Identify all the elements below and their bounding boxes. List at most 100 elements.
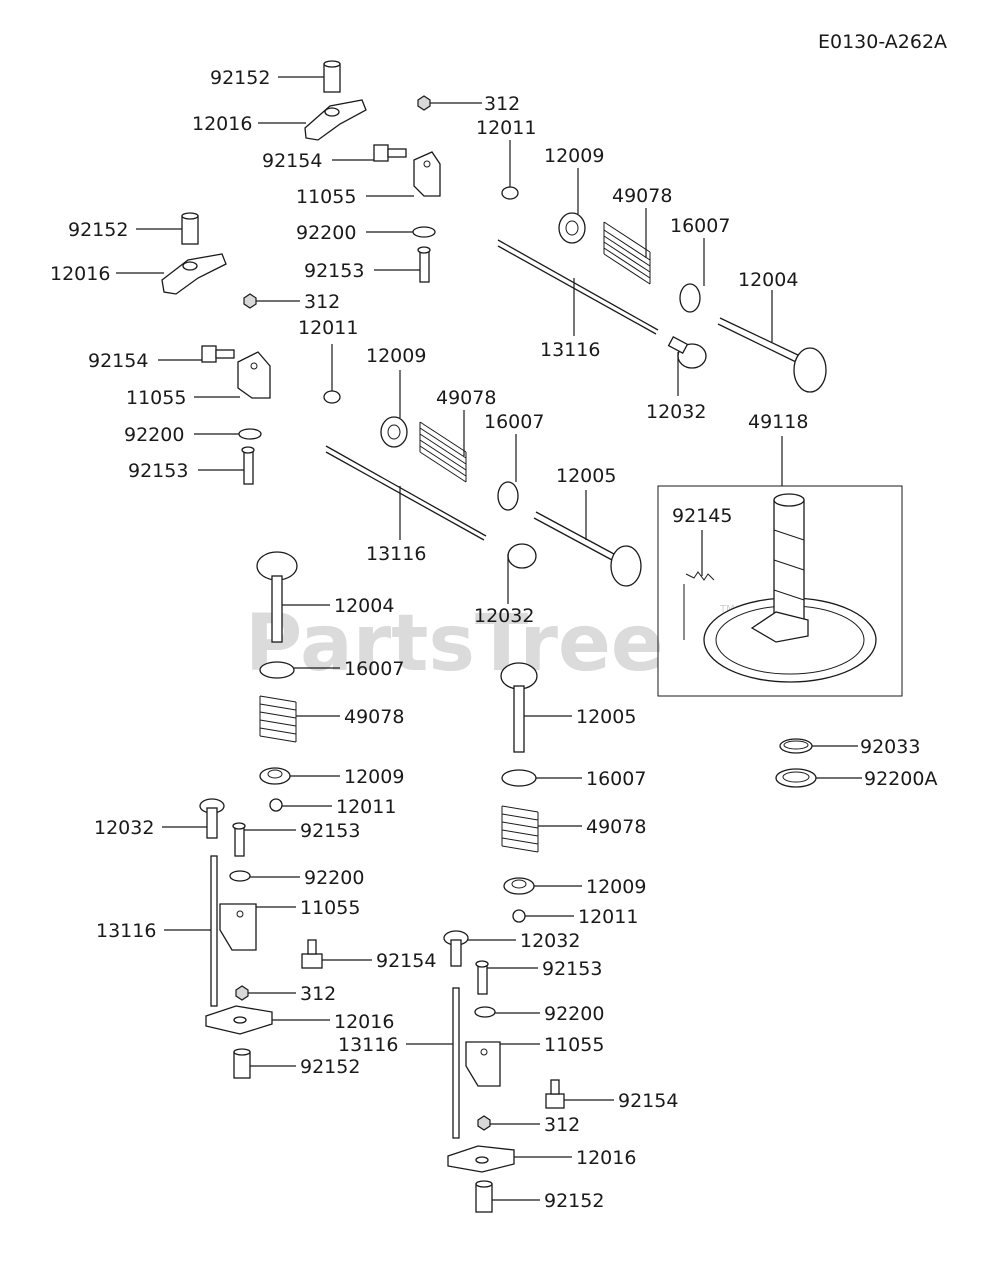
callout-92200-a[interactable]: 92200 <box>296 222 356 244</box>
tappet-12032-a[interactable] <box>667 335 707 369</box>
callout-12011-b[interactable]: 12011 <box>298 317 358 339</box>
callout-92153-a[interactable]: 92153 <box>304 260 364 282</box>
callout-13116-a[interactable]: 13116 <box>540 339 600 361</box>
ring-92033[interactable] <box>779 738 813 754</box>
rocker-arm-12016-a[interactable] <box>304 99 367 141</box>
bolt-92154-a[interactable] <box>373 144 407 162</box>
callout-11055-c[interactable]: 11055 <box>300 897 360 919</box>
callout-92154-c[interactable]: 92154 <box>376 950 436 972</box>
callout-12032-c[interactable]: 12032 <box>94 817 154 839</box>
callout-49078-d[interactable]: 49078 <box>586 816 646 838</box>
callout-12009-b[interactable]: 12009 <box>366 345 426 367</box>
tappet-12032-b[interactable] <box>507 543 537 569</box>
rocker-arm-12016-d[interactable] <box>447 1145 515 1173</box>
callout-12011-d[interactable]: 12011 <box>578 906 638 928</box>
spring-49078-b[interactable] <box>419 421 467 483</box>
callout-11055-a[interactable]: 11055 <box>296 186 356 208</box>
spacer-92152-d[interactable] <box>475 1180 493 1213</box>
retainer-12009-c[interactable] <box>259 767 291 785</box>
callout-312-a[interactable]: 312 <box>484 93 520 115</box>
callout-92033[interactable]: 92033 <box>860 736 920 758</box>
keeper-12011-a[interactable] <box>501 186 519 200</box>
callout-92154-b[interactable]: 92154 <box>88 350 148 372</box>
push-rod-13116-a[interactable] <box>497 239 659 335</box>
washer-92200-b[interactable] <box>238 428 262 440</box>
callout-92154-d[interactable]: 92154 <box>618 1090 678 1112</box>
callout-312-b[interactable]: 312 <box>304 291 340 313</box>
guide-plate-11055-b[interactable] <box>237 351 271 399</box>
callout-13116-d[interactable]: 13116 <box>338 1034 398 1056</box>
valve-12005-b[interactable] <box>500 662 538 753</box>
camshaft-gear-49118[interactable] <box>703 493 877 683</box>
callout-12004-a[interactable]: 12004 <box>738 269 798 291</box>
callout-12016-a[interactable]: 12016 <box>192 113 252 135</box>
bolt-92154-c[interactable] <box>301 939 323 969</box>
retainer-12009-b[interactable] <box>380 416 408 448</box>
callout-16007-c[interactable]: 16007 <box>344 658 404 680</box>
bolt-92154-b[interactable] <box>201 345 235 363</box>
callout-12005-b[interactable]: 12005 <box>576 706 636 728</box>
stud-92153-a[interactable] <box>417 246 431 283</box>
washer-92200-c[interactable] <box>229 870 251 882</box>
spring-49078-d[interactable] <box>501 805 539 853</box>
callout-92153-c[interactable]: 92153 <box>300 820 360 842</box>
retainer-12009-a[interactable] <box>558 212 586 244</box>
spring-92145[interactable] <box>683 571 715 640</box>
valve-12005-a[interactable] <box>533 511 642 587</box>
spacer-92152-b[interactable] <box>181 212 199 245</box>
keeper-12011-c[interactable] <box>269 798 283 812</box>
callout-11055-d[interactable]: 11055 <box>544 1034 604 1056</box>
tappet-12032-d[interactable] <box>443 930 469 967</box>
callout-92200a[interactable]: 92200A <box>864 768 937 790</box>
callout-12032-a[interactable]: 12032 <box>646 401 706 423</box>
callout-92152-a[interactable]: 92152 <box>210 67 270 89</box>
nut-312-b[interactable] <box>243 293 257 309</box>
callout-92200-c[interactable]: 92200 <box>304 867 364 889</box>
seat-16007-c[interactable] <box>259 661 295 679</box>
callout-12032-b[interactable]: 12032 <box>474 605 534 627</box>
callout-92153-d[interactable]: 92153 <box>542 958 602 980</box>
callout-92154-a[interactable]: 92154 <box>262 150 322 172</box>
spacer-92152-a[interactable] <box>323 60 341 93</box>
callout-16007-b[interactable]: 16007 <box>484 411 544 433</box>
washer-92200-d[interactable] <box>474 1006 496 1018</box>
push-rod-13116-b[interactable] <box>325 445 487 541</box>
spring-49078-a[interactable] <box>603 221 651 285</box>
callout-16007-a[interactable]: 16007 <box>670 215 730 237</box>
stud-92153-c[interactable] <box>232 822 246 857</box>
callout-12011-c[interactable]: 12011 <box>336 796 396 818</box>
nut-312-d[interactable] <box>477 1115 491 1131</box>
guide-plate-11055-d[interactable] <box>465 1041 501 1087</box>
callout-49078-b[interactable]: 49078 <box>436 387 496 409</box>
retainer-12009-d[interactable] <box>503 877 535 895</box>
callout-12032-d[interactable]: 12032 <box>520 930 580 952</box>
seat-16007-d[interactable] <box>501 769 537 787</box>
washer-92200a[interactable] <box>775 768 817 788</box>
callout-92152-c[interactable]: 92152 <box>300 1056 360 1078</box>
tappet-12032-c[interactable] <box>199 798 225 839</box>
callout-11055-b[interactable]: 11055 <box>126 387 186 409</box>
callout-92200-b[interactable]: 92200 <box>124 424 184 446</box>
callout-12016-d[interactable]: 12016 <box>576 1147 636 1169</box>
callout-12016-c[interactable]: 12016 <box>334 1011 394 1033</box>
stud-92153-d[interactable] <box>475 960 489 995</box>
callout-12011-a[interactable]: 12011 <box>476 117 536 139</box>
callout-49078-a[interactable]: 49078 <box>612 185 672 207</box>
guide-plate-11055-a[interactable] <box>413 151 441 197</box>
bolt-92154-d[interactable] <box>545 1079 565 1109</box>
valve-12004-b[interactable] <box>256 551 298 643</box>
guide-plate-11055-c[interactable] <box>219 903 257 951</box>
callout-12005-a[interactable]: 12005 <box>556 465 616 487</box>
callout-13116-b[interactable]: 13116 <box>366 543 426 565</box>
callout-12009-a[interactable]: 12009 <box>544 145 604 167</box>
callout-12009-d[interactable]: 12009 <box>586 876 646 898</box>
callout-92200-d[interactable]: 92200 <box>544 1003 604 1025</box>
stud-92153-b[interactable] <box>241 446 255 485</box>
callout-13116-c[interactable]: 13116 <box>96 920 156 942</box>
push-rod-13116-c[interactable] <box>210 855 218 1007</box>
callout-16007-d[interactable]: 16007 <box>586 768 646 790</box>
callout-92152-d[interactable]: 92152 <box>544 1190 604 1212</box>
valve-12004-a[interactable] <box>717 317 827 393</box>
callout-49118[interactable]: 49118 <box>748 411 808 433</box>
callout-12004-b[interactable]: 12004 <box>334 595 394 617</box>
